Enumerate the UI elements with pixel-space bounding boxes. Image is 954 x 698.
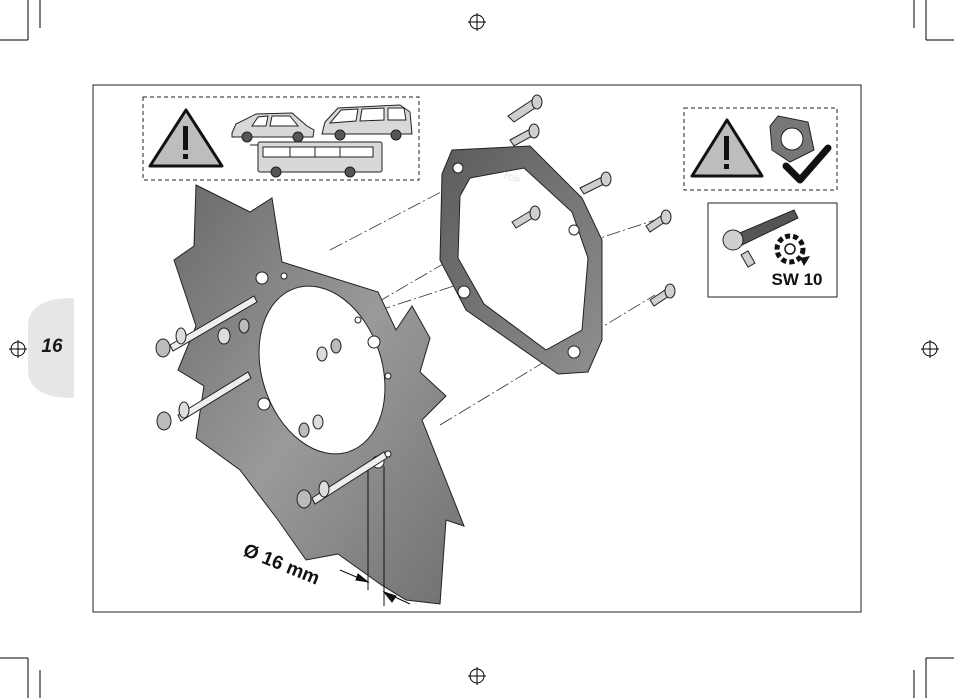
adapter-plate xyxy=(440,146,602,374)
page-number: 16 xyxy=(30,336,74,358)
bus-icon xyxy=(250,142,382,177)
wrench-size-label: SW 10 xyxy=(764,270,830,290)
